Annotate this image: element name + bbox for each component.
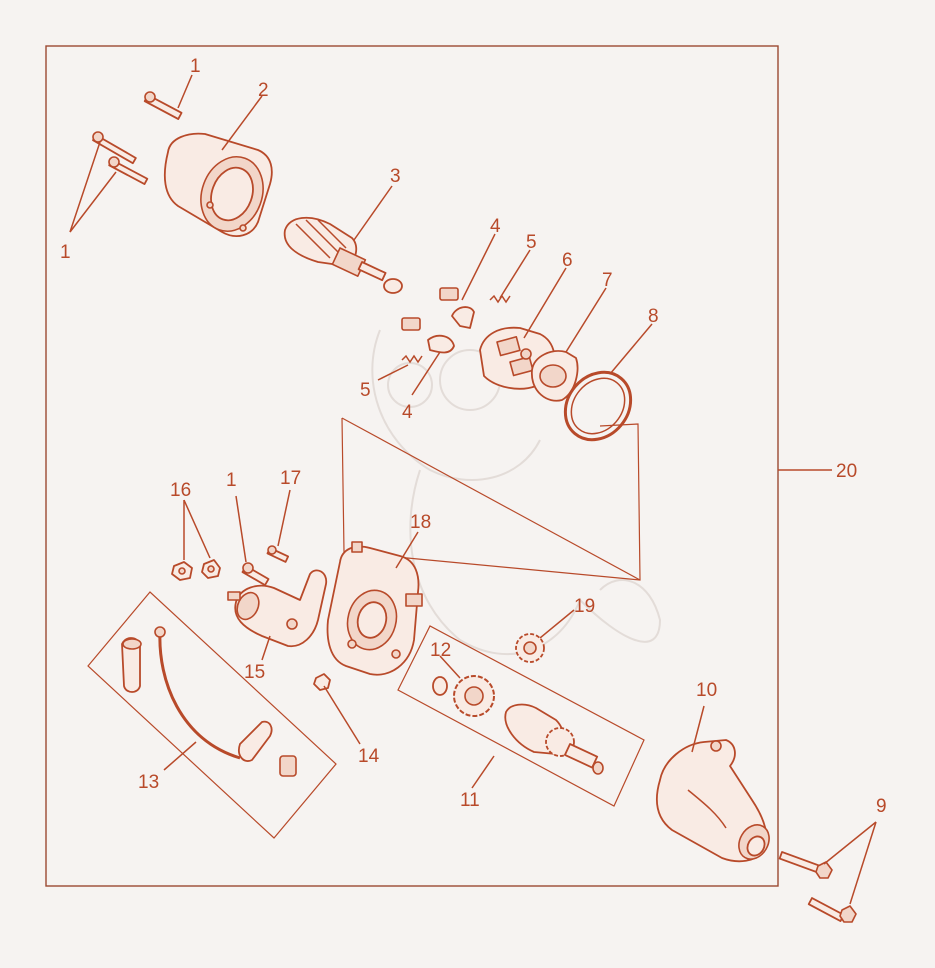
leader-10 xyxy=(691,705,705,753)
assembly-frame xyxy=(45,45,779,887)
part-18-housing xyxy=(326,541,423,676)
part-1-bolt-top xyxy=(143,91,183,120)
leader-1b2 xyxy=(69,171,117,233)
leader-9a xyxy=(823,821,877,865)
label-16: 16 xyxy=(170,480,191,501)
part-9-bolts xyxy=(778,851,857,923)
leader-14 xyxy=(323,685,361,745)
leader-13 xyxy=(163,741,197,771)
part-14-plug xyxy=(313,673,331,691)
label-4: 4 xyxy=(490,216,501,237)
label-1: 1 xyxy=(226,470,237,491)
label-4: 4 xyxy=(402,402,413,423)
label-14: 14 xyxy=(358,746,380,767)
label-10: 10 xyxy=(696,680,717,701)
leader-1a xyxy=(177,74,193,109)
label-8: 8 xyxy=(648,306,659,327)
part-12-gear-washer xyxy=(432,675,495,717)
watermark xyxy=(371,329,662,656)
part-1-bolts-left xyxy=(92,131,149,185)
label-20: 20 xyxy=(836,461,857,482)
sub-box-diagonal xyxy=(341,417,641,581)
part-13-cable xyxy=(121,626,297,777)
leader-7 xyxy=(565,287,607,353)
label-12: 12 xyxy=(430,640,451,661)
sub-box-cable xyxy=(87,591,337,839)
leader-15 xyxy=(261,635,271,661)
leader-4a xyxy=(461,233,496,301)
leader-6 xyxy=(523,267,567,339)
part-16-nuts xyxy=(171,559,221,581)
label-7: 7 xyxy=(602,270,613,291)
leader-1c xyxy=(235,495,247,563)
leader-1b xyxy=(69,141,101,233)
leader-12 xyxy=(439,655,461,679)
leader-16b xyxy=(183,499,211,559)
part-15-solenoid xyxy=(227,569,328,648)
part-11-drive-clutch xyxy=(504,703,604,775)
label-1: 1 xyxy=(190,56,201,77)
leader-2 xyxy=(221,95,263,151)
label-6: 6 xyxy=(562,250,573,271)
label-5: 5 xyxy=(526,232,537,253)
leader-19 xyxy=(539,609,575,639)
label-3: 3 xyxy=(390,166,401,187)
label-15: 15 xyxy=(244,662,265,683)
leader-9b xyxy=(849,821,877,905)
leader-17 xyxy=(277,489,291,547)
label-2: 2 xyxy=(258,80,269,101)
part-2-yoke xyxy=(163,132,273,237)
part-17-screw xyxy=(266,545,290,563)
label-19: 19 xyxy=(574,596,595,617)
leader-5b xyxy=(377,364,409,381)
label-13: 13 xyxy=(138,772,159,793)
part-19-gear xyxy=(515,633,545,663)
label-17: 17 xyxy=(280,468,301,489)
label-9: 9 xyxy=(876,796,887,817)
part-1-bolt-mid xyxy=(241,562,270,586)
leader-3 xyxy=(353,185,393,241)
label-11: 11 xyxy=(460,790,480,811)
sub-box-drive xyxy=(397,625,645,807)
leader-4b xyxy=(411,351,441,396)
part-5-springs xyxy=(401,294,511,364)
part-4-brush-holders xyxy=(401,287,475,354)
leader-18 xyxy=(395,531,419,569)
leader-5a xyxy=(499,249,531,299)
label-1: 1 xyxy=(60,242,71,263)
label-18: 18 xyxy=(410,512,431,533)
part-10-front-housing xyxy=(656,739,770,863)
part-7-washer xyxy=(531,350,579,402)
leader-8 xyxy=(609,323,653,375)
label-5: 5 xyxy=(360,380,371,401)
callout-labels: 1 2 1 3 4 5 6 7 8 5 4 20 16 1 17 18 19 1… xyxy=(60,56,887,817)
part-3-armature xyxy=(283,216,403,294)
leader-11 xyxy=(471,755,495,789)
